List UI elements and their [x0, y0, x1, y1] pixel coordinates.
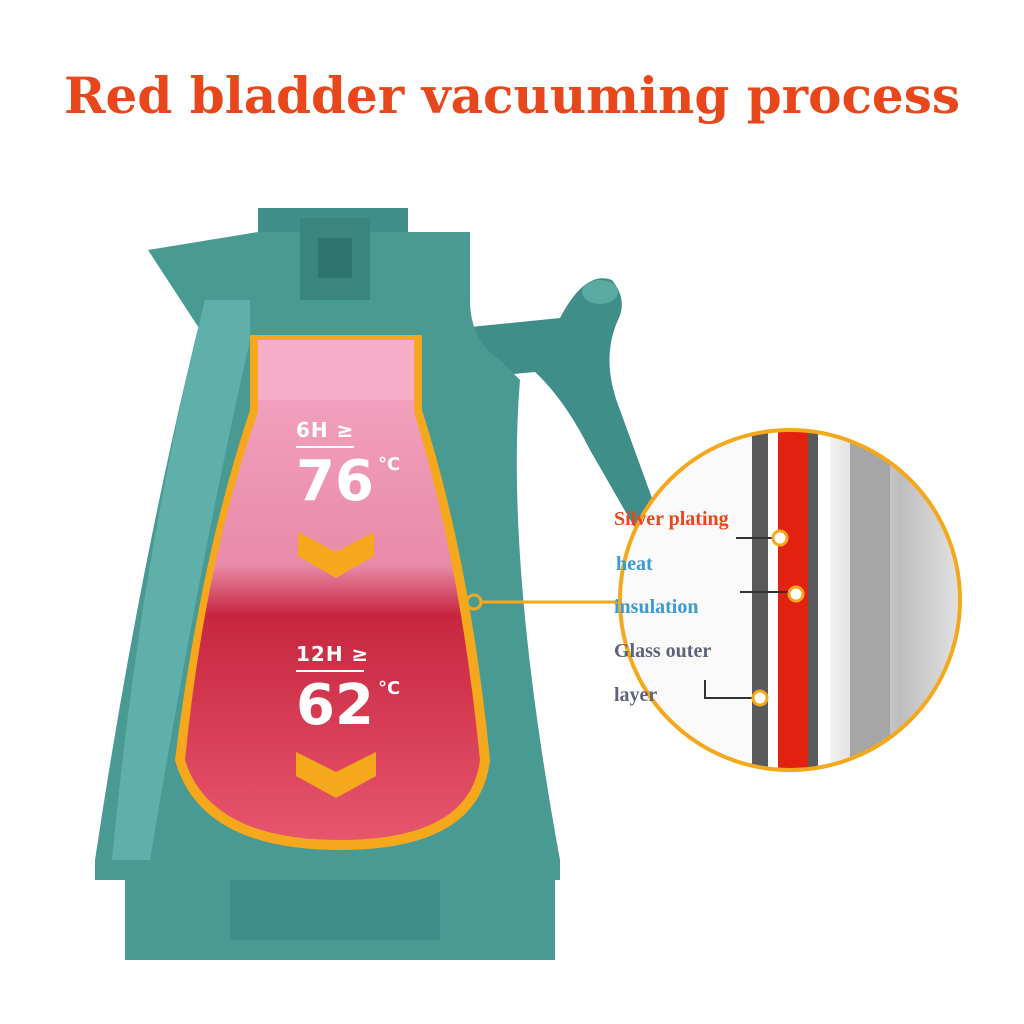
label-silver-plating: Silver plating: [614, 508, 729, 530]
temp-hours: 12H ≥: [296, 642, 370, 666]
temp-12h: 12H ≥ 62°C: [296, 642, 400, 734]
temp-degree: 62: [296, 673, 374, 738]
temp-unit: °C: [377, 454, 401, 475]
label-layer: layer: [614, 684, 658, 706]
chevron-down-icon: [298, 532, 374, 578]
page-title: Red bladder vacuuming process: [64, 66, 960, 125]
label-heat: heat: [616, 553, 653, 575]
temp-hours: 6H ≥: [296, 418, 355, 442]
label-insulation: insulation: [614, 596, 699, 618]
liquid: [185, 340, 480, 840]
label-glass-outer: Glass outer: [614, 640, 712, 662]
kettle-handle: [460, 278, 660, 530]
temp-unit: °C: [377, 678, 401, 699]
temp-degree: 76: [296, 449, 374, 514]
temp-6h: 6H ≥ 76°C: [296, 418, 400, 510]
chevron-down-icon: [296, 752, 376, 798]
handle-cap: [582, 280, 618, 304]
